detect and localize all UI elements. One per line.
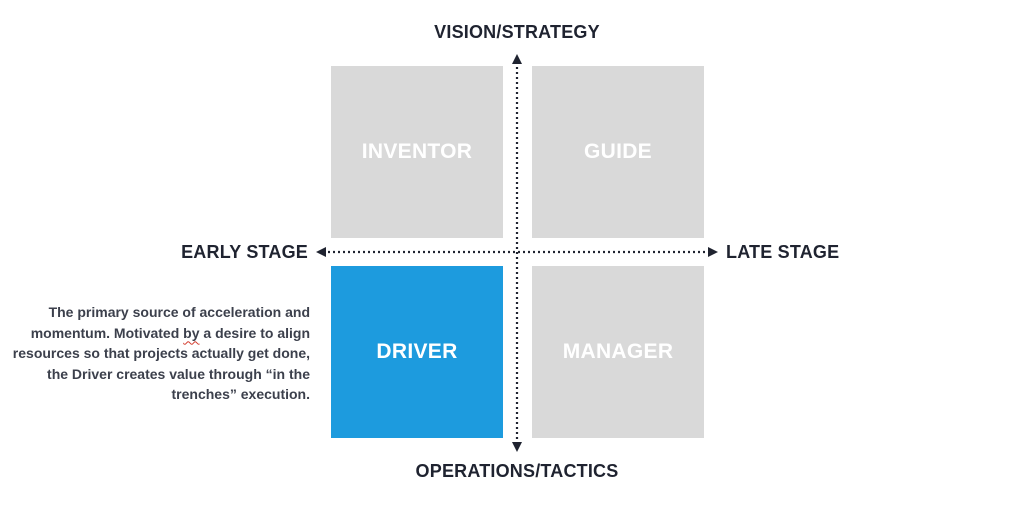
- arrow-left-icon: [316, 247, 326, 257]
- description-text-end: a desire to align resources so that proj…: [12, 324, 310, 403]
- quadrant-inventor: INVENTOR: [331, 66, 503, 238]
- quadrant-guide: GUIDE: [532, 66, 704, 238]
- quadrant-inventor-label: INVENTOR: [361, 140, 473, 163]
- axis-label-top: VISION/STRATEGY: [434, 22, 600, 42]
- axis-label-left: EARLY STAGE: [181, 242, 308, 262]
- quadrant-guide-label: GUIDE: [583, 140, 652, 163]
- spellcheck-underlined-word: by: [183, 324, 200, 341]
- axis-label-bottom: OPERATIONS/TACTICS: [415, 461, 619, 481]
- axis-label-right: LATE STAGE: [726, 242, 840, 262]
- description-text-start: The primary source of acceleration and m…: [30, 304, 310, 341]
- quadrant-manager: MANAGER: [532, 266, 704, 438]
- driver-description: The primary source of acceleration and m…: [8, 302, 310, 405]
- quadrant-manager-label: MANAGER: [562, 340, 674, 363]
- quadrant-driver: DRIVER: [331, 266, 503, 438]
- quadrant-driver-label: DRIVER: [376, 340, 458, 363]
- arrow-right-icon: [708, 247, 718, 257]
- arrow-up-icon: [512, 54, 522, 64]
- arrow-down-icon: [512, 442, 522, 452]
